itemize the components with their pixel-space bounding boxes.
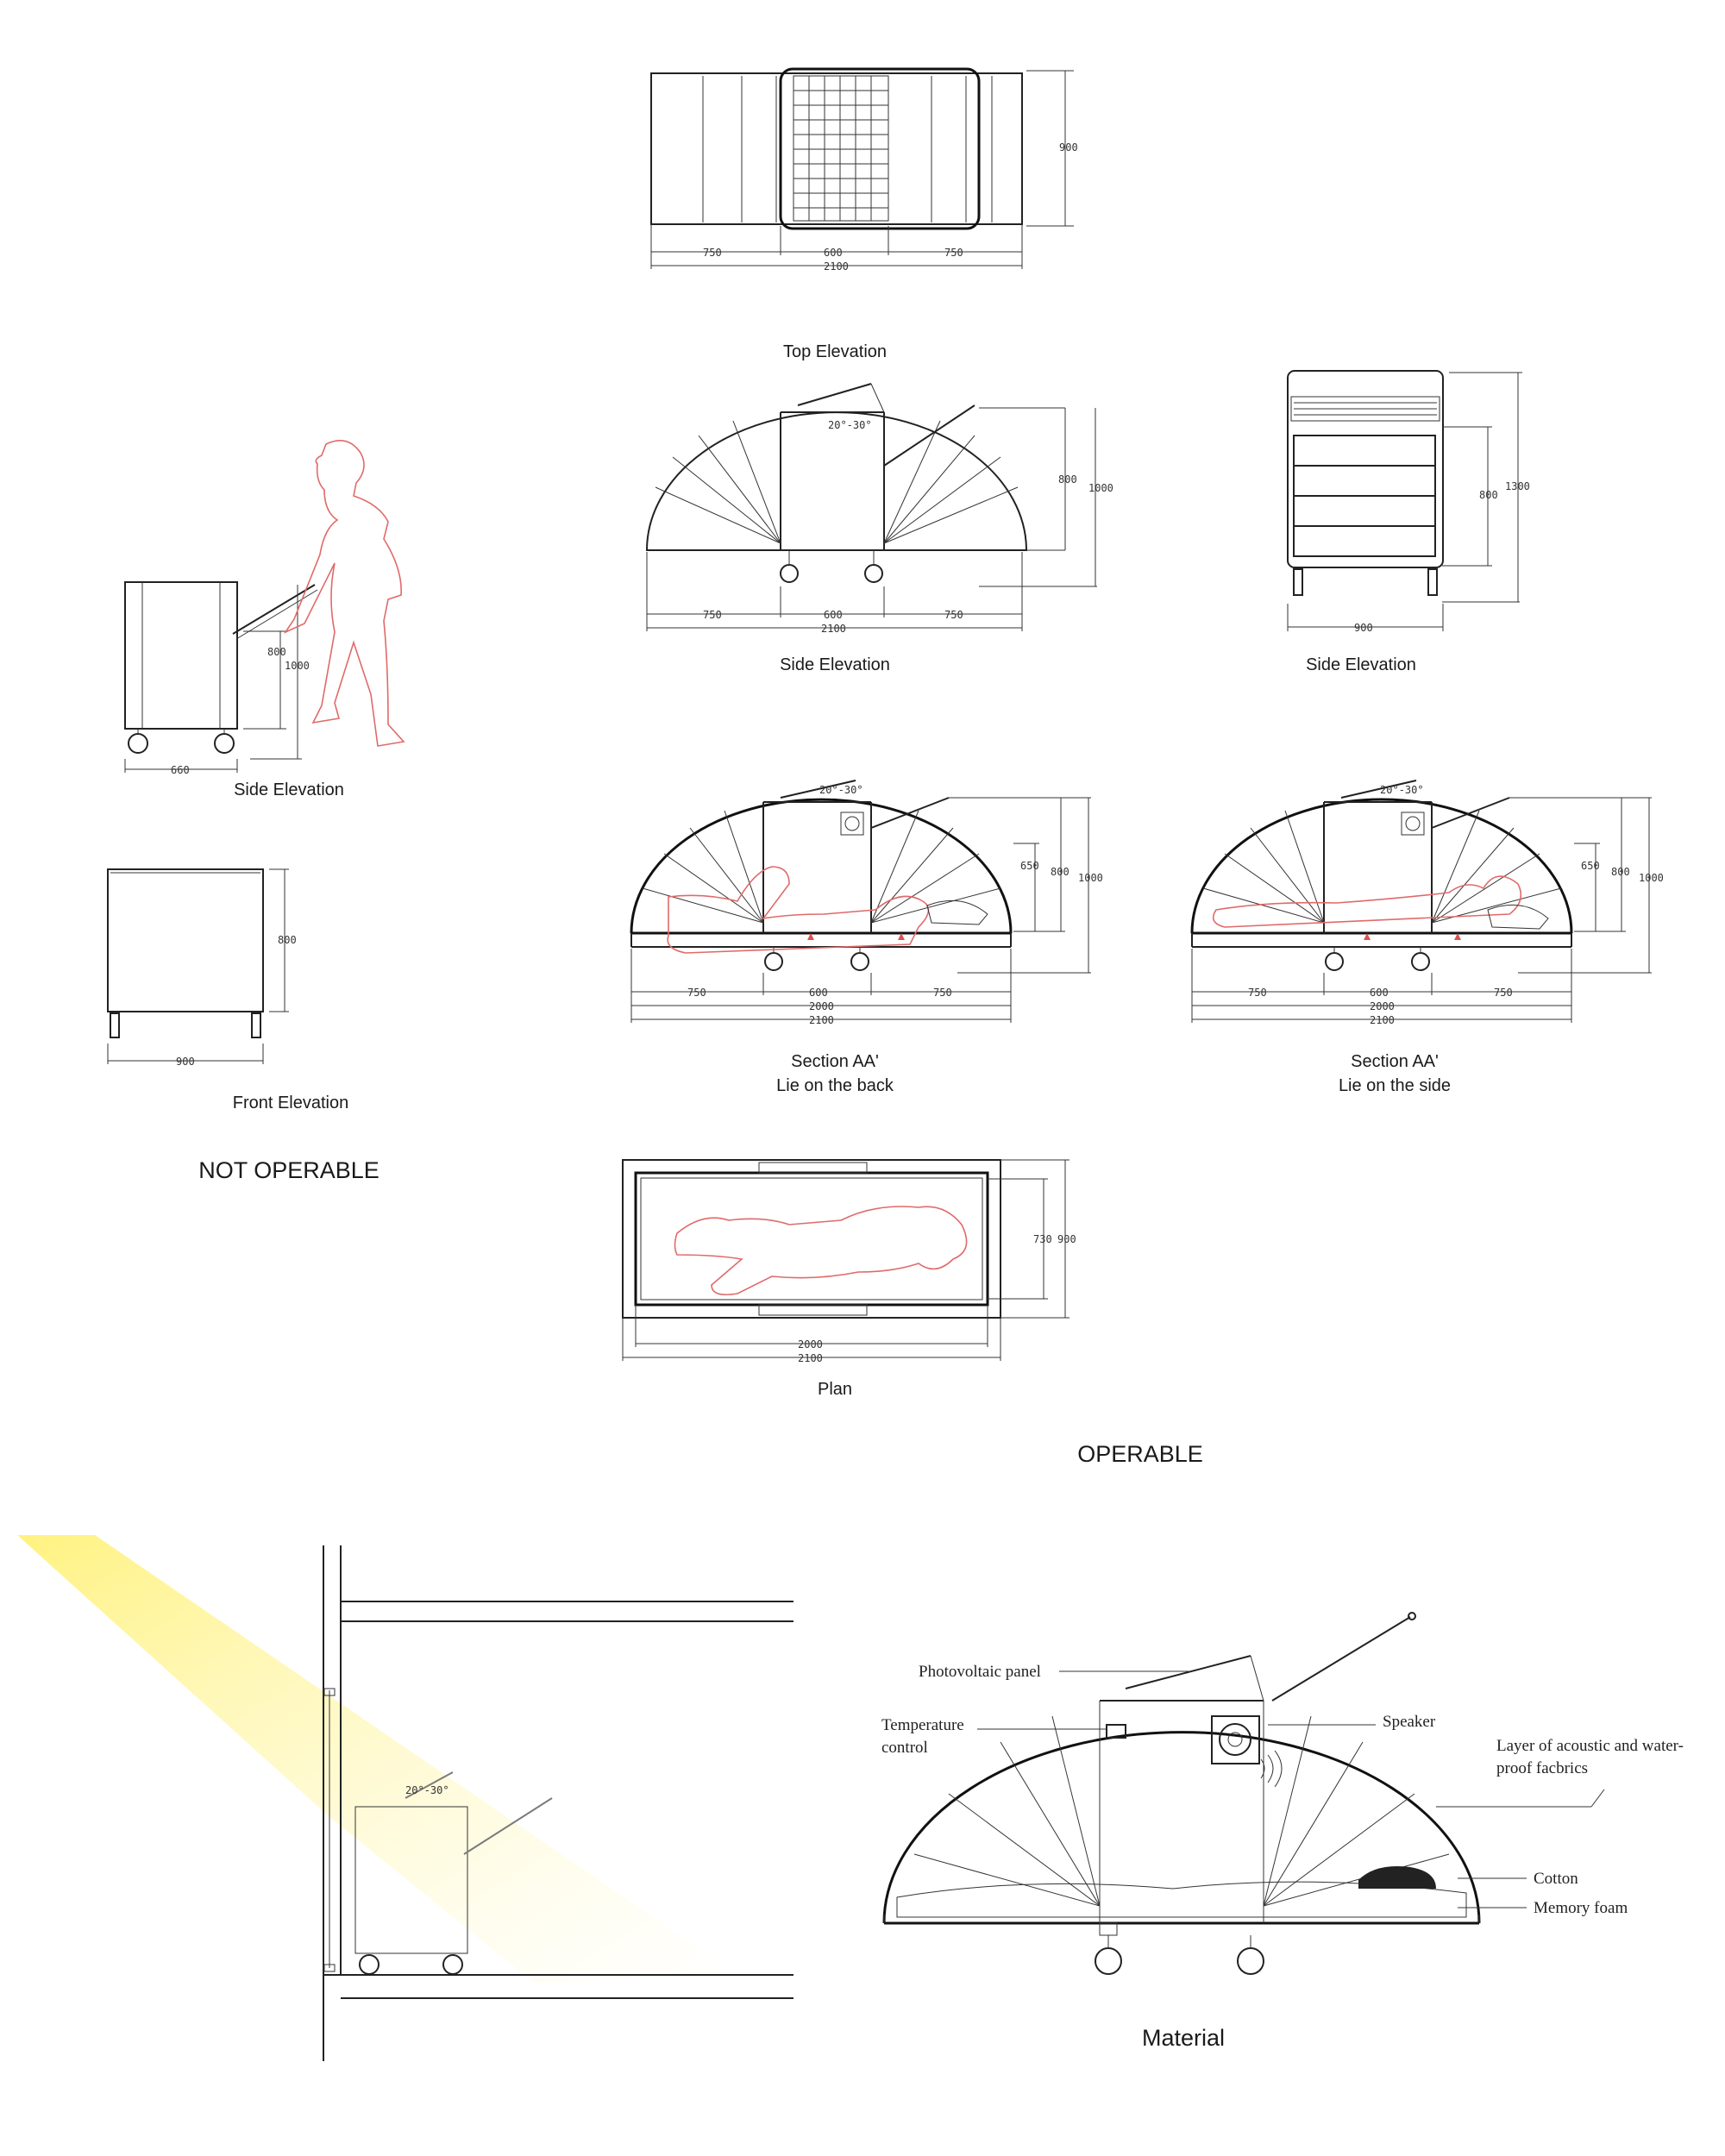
label-cotton: Cotton: [1534, 1870, 1578, 1888]
side-elevation-open-drawing: 20°-30° 800 1000 750 600 750 2100: [645, 383, 1113, 635]
caption-side-elevation-end: Side Elevation: [1306, 655, 1416, 674]
dim-650-back: 650: [1020, 860, 1039, 872]
dim-600-side: 600: [824, 609, 843, 621]
caption-top-elevation: Top Elevation: [783, 342, 887, 361]
dim-2000-side-sec: 2000: [1370, 1000, 1395, 1012]
dim-2100-plan: 2100: [798, 1352, 823, 1364]
heading-operable: OPERABLE: [1077, 1441, 1203, 1467]
caption-section-back-2: Lie on the back: [776, 1076, 894, 1095]
caption-side-elevation-open: Side Elevation: [780, 655, 890, 674]
front-elevation-drawing: 800 900: [107, 868, 297, 1068]
dim-730-plan: 730: [1033, 1233, 1052, 1245]
dim-600-back: 600: [809, 987, 828, 999]
dim-750-side-sec-l: 750: [1248, 987, 1267, 999]
caption-section-side-1: Section AA': [1351, 1052, 1439, 1071]
dim-800-closed: 800: [267, 646, 286, 658]
caption-section-side-2: Lie on the side: [1339, 1076, 1451, 1095]
dim-600-side-sec: 600: [1370, 987, 1389, 999]
angle-section-back: 20°-30°: [819, 784, 863, 796]
label-temperature-2: control: [881, 1739, 928, 1757]
dim-800-side: 800: [1611, 866, 1630, 878]
angle-section-side: 20°-30°: [1380, 784, 1424, 796]
caption-plan: Plan: [818, 1380, 852, 1399]
dim-800-back: 800: [1051, 866, 1070, 878]
material-drawing: [882, 1612, 1605, 1975]
dim-900-plan: 900: [1057, 1233, 1076, 1245]
angle-context: 20°-30°: [405, 1784, 449, 1796]
label-photovoltaic: Photovoltaic panel: [919, 1663, 1041, 1681]
dim-750-side-r: 750: [944, 609, 963, 621]
label-temperature-1: Temperature: [881, 1716, 964, 1734]
dim-750-top-l: 750: [703, 247, 722, 259]
dim-2000-back: 2000: [809, 1000, 834, 1012]
section-side-drawing: 20°-30° 650 800 1000 750 600 750 2000 21…: [1190, 780, 1664, 1026]
caption-material: Material: [1142, 2025, 1225, 2051]
dim-900-top: 900: [1059, 141, 1078, 154]
side-elevation-end-drawing: 800 1300 900: [1287, 370, 1530, 634]
dim-1300-end: 1300: [1505, 480, 1530, 492]
dim-750-top-r: 750: [944, 247, 963, 259]
top-elevation-drawing: 900 750 600 750 2100: [650, 67, 1078, 273]
context-drawing: 20°-30°: [17, 1535, 794, 2061]
dim-750-side-l: 750: [703, 609, 722, 621]
label-speaker: Speaker: [1383, 1713, 1436, 1731]
figure-lying-back: [667, 866, 930, 954]
plan-drawing: 730 900 2000 2100: [622, 1159, 1076, 1364]
label-memory-foam: Memory foam: [1534, 1899, 1628, 1917]
dim-2100-side: 2100: [821, 623, 846, 635]
dim-800-end: 800: [1479, 489, 1498, 501]
dim-600-top: 600: [824, 247, 843, 259]
angle-side-open: 20°-30°: [828, 419, 872, 431]
person-pushing-figure: [283, 439, 405, 747]
side-elevation-closed-drawing: 800 1000 660: [124, 581, 318, 776]
dim-660-closed: 660: [171, 764, 190, 776]
caption-front-elevation: Front Elevation: [233, 1094, 349, 1112]
dim-2000-plan: 2000: [798, 1338, 823, 1351]
dim-1000-closed: 1000: [285, 660, 310, 672]
dim-2100-side-sec: 2100: [1370, 1014, 1395, 1026]
dim-2100-back: 2100: [809, 1014, 834, 1026]
dim-750-side-sec-r: 750: [1494, 987, 1513, 999]
caption-side-elevation-closed: Side Elevation: [234, 780, 344, 799]
label-acoustic-1: Layer of acoustic and water-: [1496, 1737, 1684, 1755]
dim-1000-back: 1000: [1078, 872, 1103, 884]
dim-1000-side-open: 1000: [1088, 482, 1113, 494]
dim-750-back-l: 750: [687, 987, 706, 999]
caption-section-back-1: Section AA': [791, 1052, 879, 1071]
dim-900-end: 900: [1354, 622, 1373, 634]
figure-plan: [674, 1206, 968, 1296]
dim-2100-top: 2100: [824, 260, 849, 273]
dim-1000-side: 1000: [1639, 872, 1664, 884]
heading-not-operable: NOT OPERABLE: [198, 1157, 380, 1183]
figure-lying-side: [1212, 875, 1522, 928]
label-acoustic-2: proof facbrics: [1496, 1759, 1588, 1777]
dim-750-back-r: 750: [933, 987, 952, 999]
dim-650-side: 650: [1581, 860, 1600, 872]
section-back-drawing: 20°-30° 650 800 1000 750 600 750 2000 21…: [630, 780, 1103, 1026]
dim-800-front: 800: [278, 934, 297, 946]
dim-800-side-open: 800: [1058, 473, 1077, 486]
dim-900-front: 900: [176, 1056, 195, 1068]
